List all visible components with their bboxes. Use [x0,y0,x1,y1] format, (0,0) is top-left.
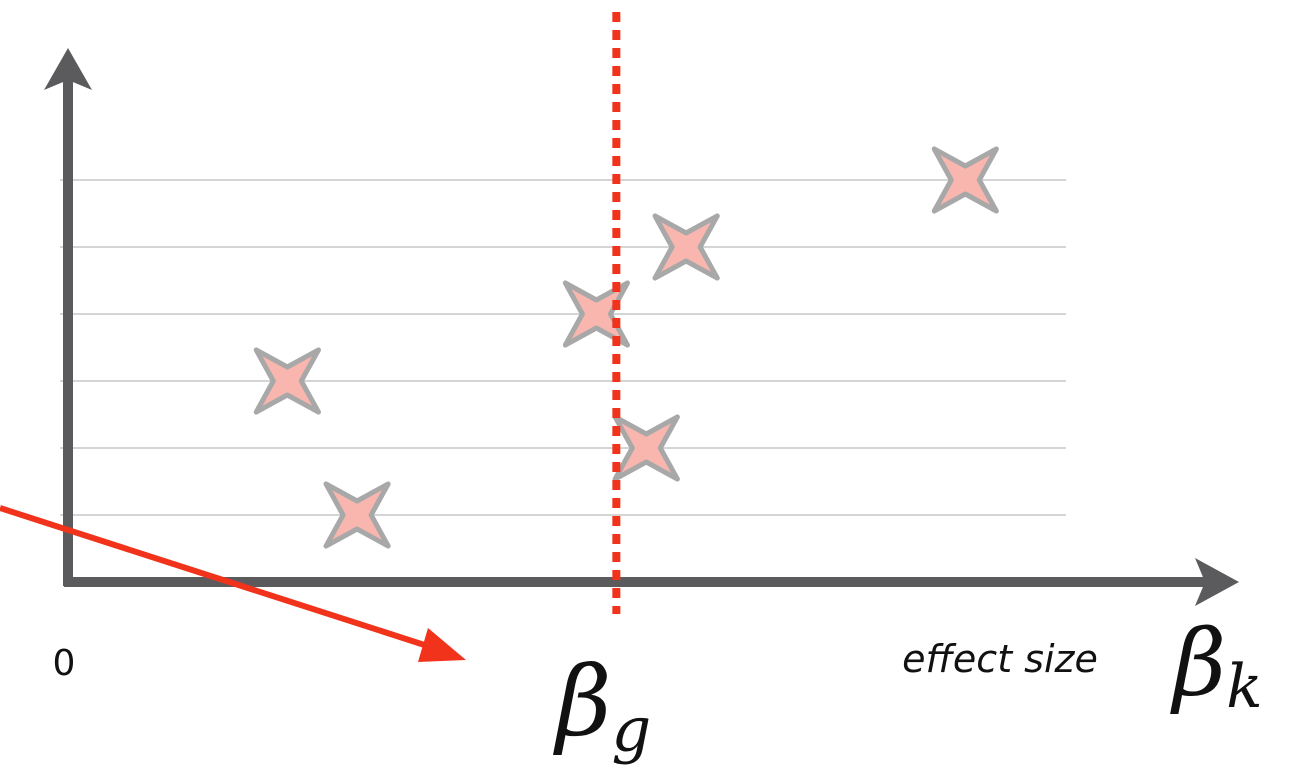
x-axis-symbol: βk [1170,610,1263,722]
annotation-arrow [0,505,466,662]
grid-lines [60,179,1066,516]
y-axis-arrowhead [44,48,92,90]
group-line-label: βg [553,646,651,766]
x-axis-symbol-base: β [1170,610,1226,717]
annotation-arrow-head [418,628,466,662]
data-points [253,146,999,549]
annotation-arrow-line [0,505,441,653]
axis-labels: 0 effect size βk βg [53,610,1263,766]
axes [44,48,1239,606]
x-tick-label-0: 0 [53,643,76,684]
x-axis-symbol-subscript: k [1226,652,1262,722]
group-line-symbol-subscript: g [612,693,652,766]
data-point-1 [323,481,391,549]
data-point-4 [652,213,720,281]
data-point-5 [931,146,999,214]
x-axis-label: effect size [902,637,1098,681]
data-point-0 [253,347,321,415]
group-line-symbol-base: β [553,646,612,758]
x-axis-arrowhead [1195,558,1239,606]
